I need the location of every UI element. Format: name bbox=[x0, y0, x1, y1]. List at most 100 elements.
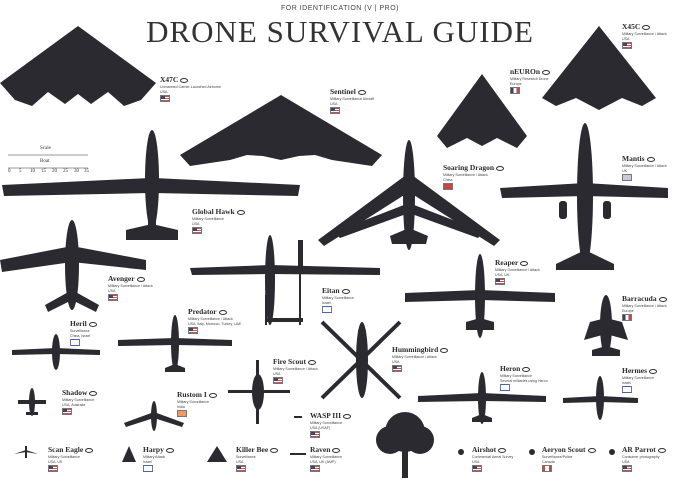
eye-icon bbox=[341, 288, 350, 294]
flag-icon bbox=[160, 95, 170, 102]
sentinel-silhouette bbox=[180, 95, 382, 166]
flag-icon bbox=[177, 410, 187, 417]
drone-desc: Military Surveillance bbox=[310, 455, 342, 459]
flag-icon bbox=[495, 278, 505, 285]
drone-name: Fire Scout bbox=[273, 357, 306, 366]
eye-icon bbox=[136, 276, 145, 282]
drone-desc: Military Surveillance / Attack bbox=[273, 367, 318, 371]
drone-origin: USA, Italy, Morocco, Turkey, UAE bbox=[188, 322, 242, 326]
drone-origin: Israel bbox=[143, 460, 152, 464]
shadow-silhouette bbox=[18, 388, 46, 416]
flag-icon bbox=[392, 365, 402, 372]
hermes-silhouette bbox=[563, 376, 638, 420]
drone-origin: Several militaries using Heron bbox=[500, 379, 548, 383]
drone-desc: Surveillance bbox=[70, 329, 90, 333]
eye-icon bbox=[89, 390, 98, 396]
scale-tick: 0 bbox=[8, 169, 11, 174]
flag-icon bbox=[622, 42, 632, 49]
flag-icon bbox=[542, 465, 552, 472]
drone-desc: Military Surveillance bbox=[192, 217, 224, 221]
eye-icon bbox=[642, 24, 651, 30]
drone-origin: China bbox=[443, 178, 453, 182]
flag-icon bbox=[622, 465, 632, 472]
hummingbird-silhouette bbox=[320, 320, 402, 400]
drone-desc: Military Surveillance / Attack bbox=[443, 173, 488, 177]
drone-name: nEUROn bbox=[510, 67, 541, 76]
wasp-silhouette bbox=[294, 416, 302, 418]
killer-bee-silhouette bbox=[207, 446, 227, 462]
fire-scout-silhouette bbox=[228, 360, 290, 424]
barracuda-silhouette bbox=[584, 295, 628, 356]
airshot-silhouette bbox=[458, 449, 464, 455]
flag-icon bbox=[62, 408, 72, 415]
drone-name: Predator bbox=[188, 307, 217, 316]
drone-desc: Military Surveillance bbox=[500, 374, 532, 378]
drone-desc: Military Surveillance / Attack bbox=[108, 284, 153, 288]
drone-desc: Military Surveillance bbox=[310, 421, 342, 425]
drone-desc: Military Surveillance Aircraft bbox=[330, 97, 375, 101]
drone-name: Raven bbox=[310, 445, 331, 454]
drone-name: AR Parrot bbox=[622, 445, 656, 454]
eye-icon bbox=[332, 447, 341, 453]
drone-name: Reaper bbox=[495, 258, 519, 267]
drone-desc: Surveillance/Police bbox=[542, 455, 573, 459]
rustom-silhouette bbox=[124, 401, 184, 431]
flag-icon bbox=[443, 183, 453, 190]
drone-origin: USA bbox=[622, 460, 630, 464]
drone-name: Avenger bbox=[108, 274, 135, 283]
eye-icon bbox=[357, 89, 366, 95]
drone-name: Eitan bbox=[322, 286, 340, 295]
eye-icon bbox=[498, 447, 507, 453]
drone-origin: USA bbox=[622, 37, 630, 41]
drone-name: Hermes bbox=[622, 366, 647, 375]
page-title: DRONE SURVIVAL GUIDE bbox=[146, 14, 534, 49]
drone-name: Heril bbox=[70, 319, 87, 328]
drone-desc: Consumer photography bbox=[622, 455, 660, 459]
drone-name: Airshot bbox=[472, 445, 497, 454]
eye-icon bbox=[307, 359, 316, 365]
eye-icon bbox=[208, 392, 217, 398]
drone-origin: USA (USAF) bbox=[310, 426, 331, 430]
eye-icon bbox=[343, 413, 352, 419]
header-subtitle: FOR IDENTIFICATION (V | PRO) bbox=[281, 5, 399, 12]
eye-icon bbox=[440, 347, 449, 353]
drone-desc: Military Surveillance bbox=[322, 296, 354, 300]
drone-origin: USA bbox=[108, 289, 116, 293]
flag-icon bbox=[48, 465, 58, 472]
drone-desc: Military Surveillance / Attack bbox=[622, 32, 667, 36]
drone-origin: USA, UK bbox=[495, 273, 510, 277]
flag-icon bbox=[472, 465, 482, 472]
drone-name: X45C bbox=[622, 22, 641, 31]
drone-desc: Surveillance bbox=[236, 455, 256, 459]
mantis-silhouette bbox=[500, 123, 668, 270]
scale-title: Scale bbox=[40, 146, 51, 151]
drone-origin: Europe bbox=[510, 82, 522, 86]
eye-icon bbox=[180, 77, 189, 83]
drone-desc: Military Surveillance bbox=[62, 398, 94, 402]
flag-icon bbox=[236, 465, 246, 472]
drone-name: Soaring Dragon bbox=[443, 163, 495, 172]
drone-name: Scan Eagle bbox=[48, 445, 84, 454]
drone-desc: Military Surveillance bbox=[48, 455, 80, 459]
flag-icon bbox=[622, 174, 632, 181]
flag-icon bbox=[143, 465, 153, 472]
drone-desc: Unmanned Carrier-Launched Airborne bbox=[160, 85, 221, 89]
eye-icon bbox=[520, 260, 529, 266]
flag-icon bbox=[310, 465, 320, 472]
eye-icon bbox=[657, 447, 666, 453]
drone-origin: USA, Australia bbox=[62, 403, 86, 407]
drone-name: Killer Bee bbox=[236, 445, 269, 454]
drone-desc: Commercial Aerial Survey bbox=[472, 455, 514, 459]
drone-name: Barracuda bbox=[622, 294, 657, 303]
drone-origin: Israel bbox=[322, 301, 331, 305]
flag-icon bbox=[622, 386, 632, 393]
drone-origin: USA, UK (AMP) bbox=[310, 460, 336, 464]
eye-icon bbox=[236, 209, 245, 215]
drone-origin: USA bbox=[273, 372, 281, 376]
drone-origin: USA, UK bbox=[48, 460, 63, 464]
predator-silhouette bbox=[118, 315, 232, 372]
scale-tick: 10 bbox=[30, 169, 35, 174]
eye-icon bbox=[542, 69, 551, 75]
eye-icon bbox=[85, 447, 94, 453]
